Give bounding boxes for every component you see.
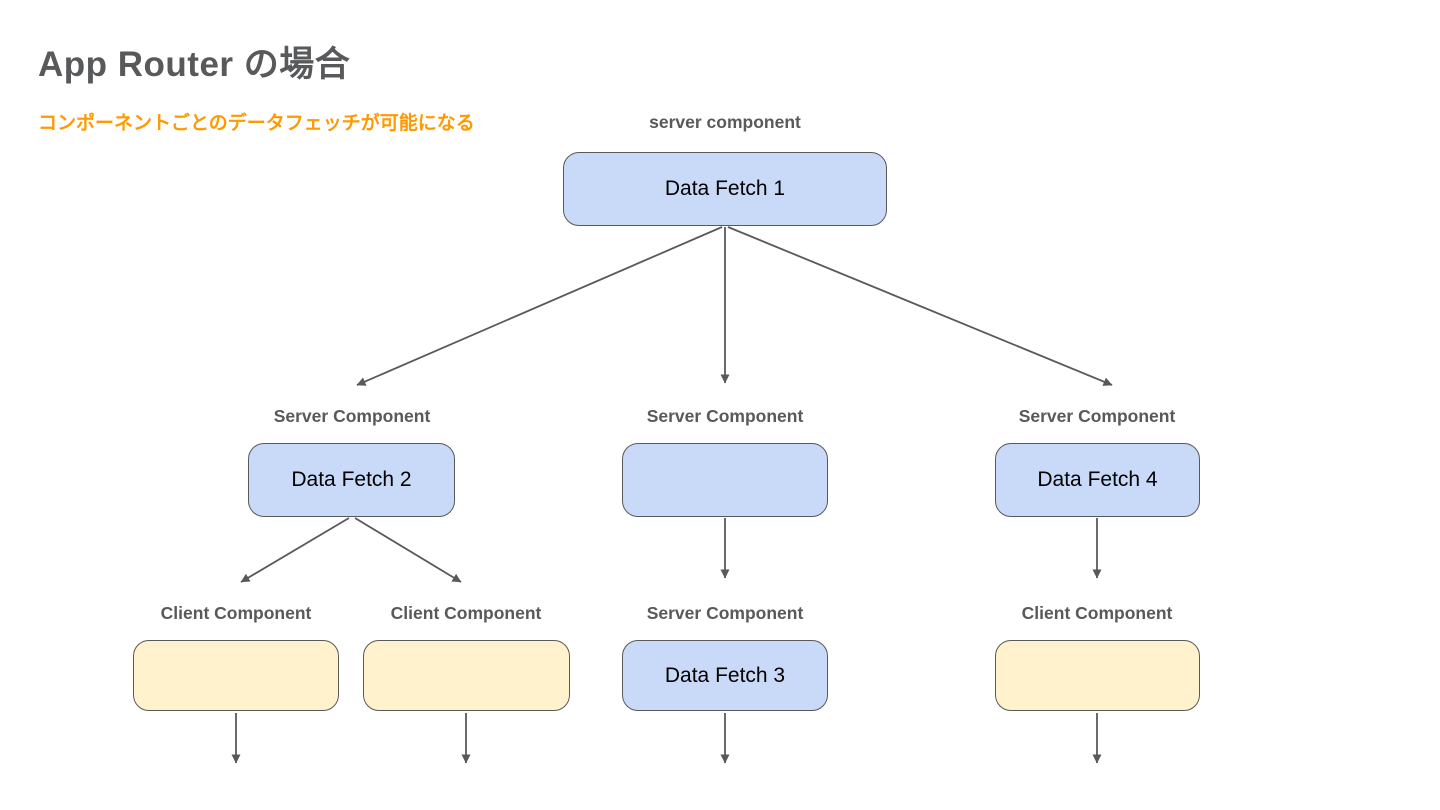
arrow-l2-left-to-l3-2 (354, 517, 462, 583)
node-box-l2-left: Data Fetch 2 (248, 443, 455, 517)
arrow-root-to-l2-right (727, 226, 1113, 386)
slide-subtitle: コンポーネントごとのデータフェッチが可能になる (38, 113, 475, 134)
node-box-l2-right: Data Fetch 4 (995, 443, 1200, 517)
node-label-root: server component (649, 112, 801, 132)
node-label-l2-left: Server Component (273, 406, 431, 426)
node-box-l2-mid (622, 443, 828, 517)
node-label-l3-2: Client Component (390, 603, 542, 623)
node-label-l2-mid: Server Component (646, 406, 804, 426)
node-label-l2-right: Server Component (1018, 406, 1176, 426)
arrow-root-to-l2-left (356, 226, 723, 386)
node-box-l3-1 (133, 640, 339, 711)
page-title: App Router の場合 (38, 45, 351, 84)
node-label-l3-1: Client Component (160, 603, 312, 623)
node-box-l3-3: Data Fetch 3 (622, 640, 828, 711)
node-box-l3-4 (995, 640, 1200, 711)
arrow-l2-left-to-l3-1 (240, 517, 350, 583)
node-box-l3-2 (363, 640, 570, 711)
node-label-l3-3: Server Component (646, 603, 804, 623)
node-box-root: Data Fetch 1 (563, 152, 887, 226)
node-label-l3-4: Client Component (1021, 603, 1173, 623)
